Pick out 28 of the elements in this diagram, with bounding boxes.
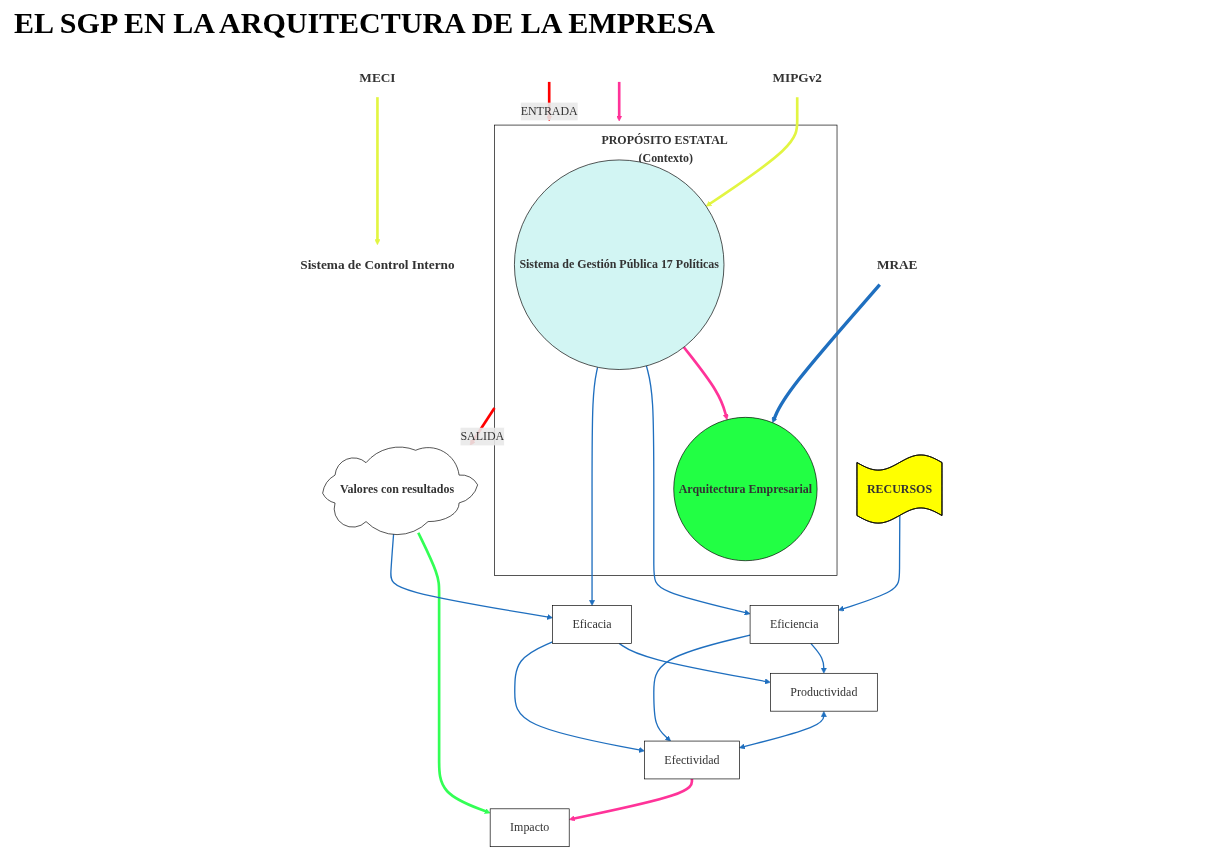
arrow (374, 97, 381, 246)
arrow (568, 778, 694, 822)
arrow (588, 366, 599, 606)
arrow (616, 81, 622, 122)
node-box: Productividad (769, 672, 878, 712)
arrow (682, 346, 729, 420)
node-text: MECI (359, 69, 396, 85)
node-box: Impacto (489, 808, 570, 847)
node-box: Efectividad (643, 740, 740, 780)
arrow (653, 634, 751, 742)
diagram-title: EL SGP EN LA ARQUITECTURA DE LA EMPRESA (14, 6, 716, 41)
node-text: MIPGv2 (772, 69, 822, 85)
node-box: Eficacia (552, 605, 632, 644)
arrow (771, 283, 881, 423)
node-box: Eficiencia (749, 605, 839, 644)
arrow (705, 97, 799, 207)
arrow (416, 532, 491, 814)
edge-label: SALIDA (460, 429, 505, 443)
arrow (838, 515, 901, 612)
node-text: MRAE (876, 257, 918, 273)
edge-label: ENTRADA (520, 104, 578, 118)
arrow (513, 641, 645, 753)
arrow (809, 642, 827, 674)
node-circle: Arquitectura Empresarial (673, 417, 818, 562)
arrow (645, 365, 751, 616)
node-text: Sistema de Control Interno (300, 257, 455, 273)
arrow (739, 711, 827, 750)
arrow (618, 642, 771, 685)
